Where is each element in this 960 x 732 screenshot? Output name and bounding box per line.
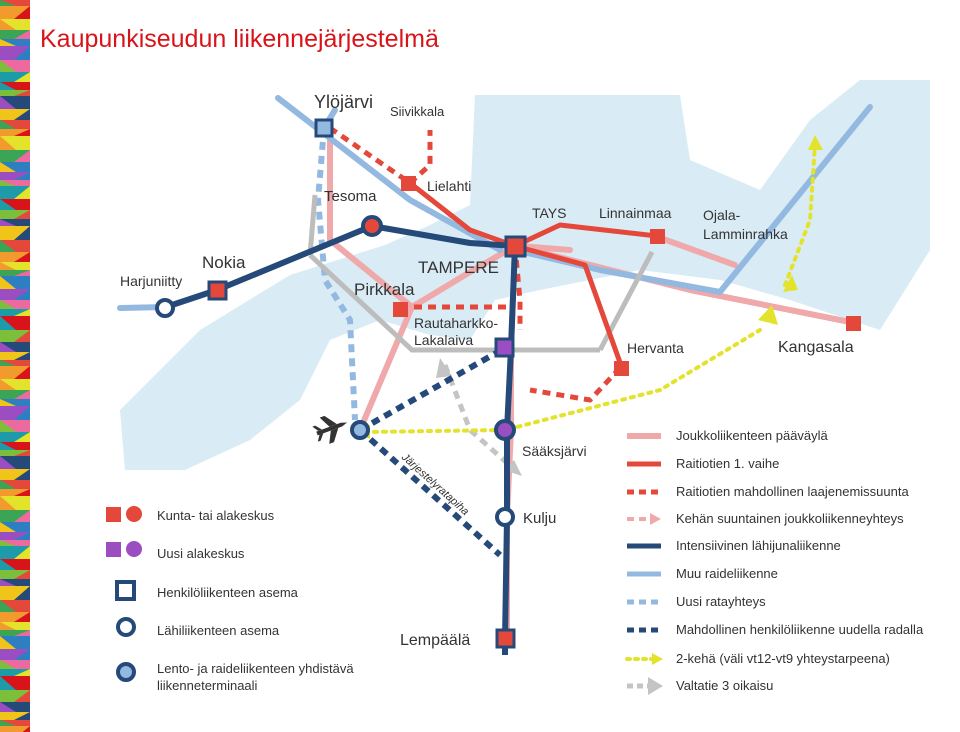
legend-label-2: liikenneterminaali <box>157 678 258 693</box>
page-title: Kaupunkiseudun liikennejärjestelmä <box>40 25 439 53</box>
label-saaksjarvi: Sääksjärvi <box>522 443 587 459</box>
station-kulju <box>495 507 515 527</box>
station-tampere <box>504 235 527 258</box>
airplane-icon <box>312 415 348 444</box>
new-passenger-rail-lines <box>358 345 507 558</box>
stations <box>155 118 861 649</box>
station-rautaharkko <box>494 337 515 358</box>
station-harjuniitty <box>155 298 175 318</box>
station-ylojarvi <box>314 118 334 138</box>
legend-item-commuter-station: Lähiliikenteen asema <box>116 617 280 638</box>
label-ylojarvi: Ylöjärvi <box>314 92 373 112</box>
station-saaksjarvi <box>494 419 516 441</box>
label-tampere: TAMPERE <box>418 258 499 277</box>
station-tesoma <box>361 215 383 237</box>
decorative-side-stripe <box>0 0 30 732</box>
label-nokia: Nokia <box>202 253 246 272</box>
ring-road <box>363 143 817 434</box>
center-hervanta <box>614 361 629 376</box>
legend-label: 2-kehä (väli vt12-vt9 yhteystarpeena) <box>676 651 890 666</box>
label-lielahti: Lielahti <box>427 178 471 194</box>
label-linnainmaa: Linnainmaa <box>599 205 672 221</box>
label-tesoma: Tesoma <box>324 188 377 205</box>
legend-label: Raitiotien mahdollinen laajenemissuunta <box>676 484 909 499</box>
label-lakalaiva: Lakalaiva <box>414 332 473 348</box>
center-lielahti <box>401 176 416 191</box>
legend-label: Uusi ratayhteys <box>676 594 766 609</box>
label-lempaala: Lempäälä <box>400 632 470 649</box>
label-kangasala: Kangasala <box>778 339 854 356</box>
center-pirkkala <box>393 302 408 317</box>
legend-label: Joukkoliikenteen pääväylä <box>676 428 829 443</box>
terminal-airport <box>350 420 370 440</box>
center-kangasala <box>846 316 861 331</box>
legend-lines: Joukkoliikenteen pääväylä Raitiotien 1. … <box>625 428 924 695</box>
label-jarjestelyratapiha: Järjestelyratapiha <box>398 451 471 518</box>
water-areas <box>120 80 930 470</box>
label-lamminrahka: Lamminrahka <box>703 226 788 242</box>
legend-label: Lento- ja raideliikenteen yhdistävä <box>157 661 354 676</box>
legend-label: Raitiotien 1. vaihe <box>676 456 779 471</box>
legend-label: Lähiliikenteen asema <box>157 623 280 638</box>
label-siivikkala: Siivikkala <box>390 104 445 119</box>
label-hervanta: Hervanta <box>627 340 684 356</box>
legend-label: Valtatie 3 oikaisu <box>676 678 773 693</box>
legend-symbols: Kunta- tai alakeskus Uusi alakeskus Henk… <box>106 506 354 693</box>
label-rautaharkko: Rautaharkko- <box>414 315 498 331</box>
new-rail-lines <box>314 127 358 421</box>
center-linnainmaa <box>650 229 665 244</box>
legend-label: Muu raideliikenne <box>676 566 778 581</box>
legend-label: Mahdollinen henkilöliikenne uudella rada… <box>676 622 924 637</box>
legend-label: Kunta- tai alakeskus <box>157 508 275 523</box>
legend-label: Henkilöliikenteen asema <box>157 585 299 600</box>
commuter-rail-lines <box>162 223 518 655</box>
label-tays: TAYS <box>532 205 567 221</box>
legend-item-municipal-center: Kunta- tai alakeskus <box>106 506 275 523</box>
legend-label: Kehän suuntainen joukkoliikenneyhteys <box>676 511 904 526</box>
station-nokia <box>207 280 228 301</box>
legend-label: Intensiivinen lähijunaliikenne <box>676 538 841 553</box>
label-ojala: Ojala- <box>703 207 741 223</box>
station-lempaala <box>495 628 516 649</box>
legend-item-passenger-station: Henkilöliikenteen asema <box>115 580 299 601</box>
label-harjuniitty: Harjuniitty <box>120 273 182 289</box>
legend-item-terminal: Lento- ja raideliikenteen yhdistävä liik… <box>116 661 354 693</box>
label-pirkkala: Pirkkala <box>354 280 415 299</box>
label-kulju: Kulju <box>523 510 556 527</box>
legend-item-new-subcenter: Uusi alakeskus <box>106 541 245 561</box>
legend-label: Uusi alakeskus <box>157 546 245 561</box>
